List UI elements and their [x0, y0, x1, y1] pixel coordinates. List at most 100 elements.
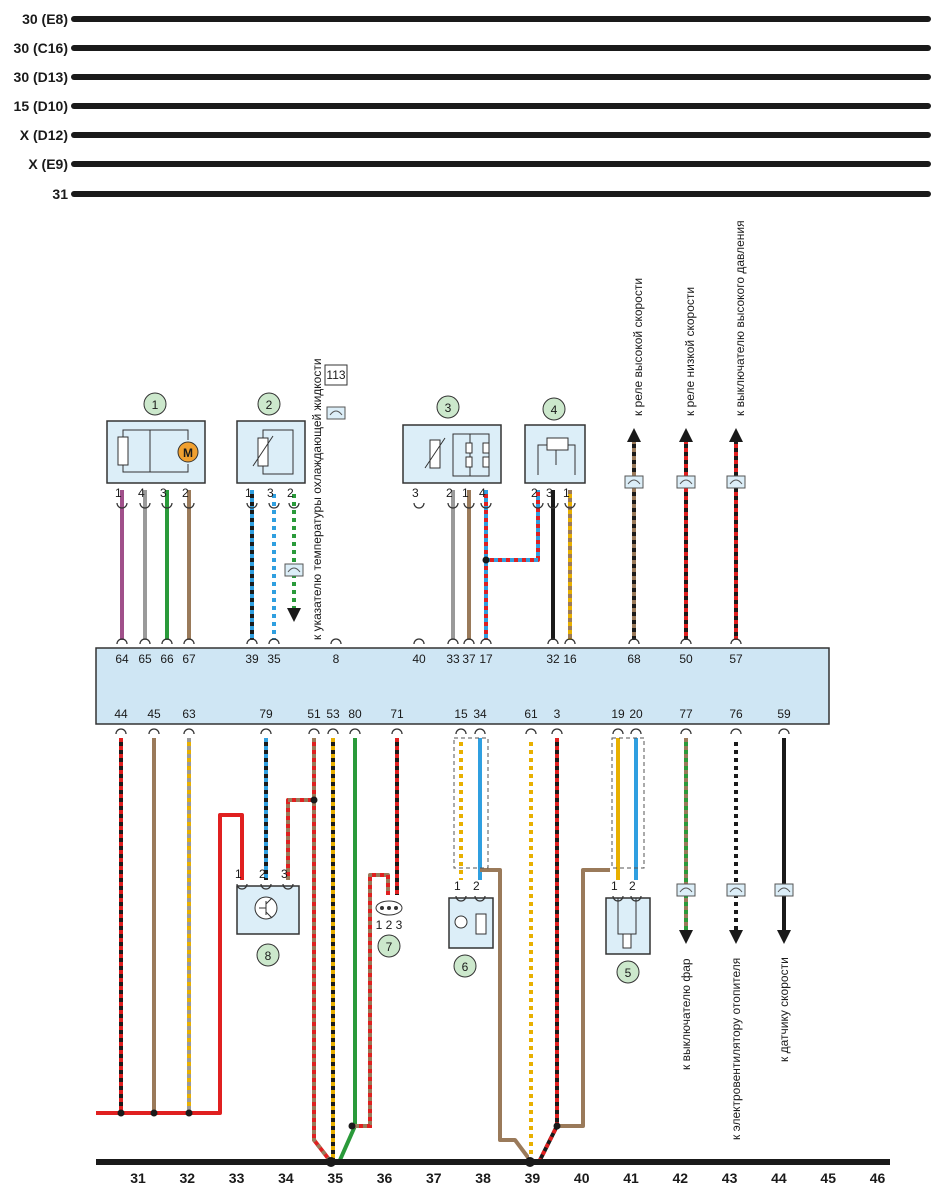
motor-label: M	[183, 446, 193, 460]
component-2-pin-cup	[268, 502, 280, 509]
component-3-wiring	[424, 433, 490, 477]
component-7-pins: 1 2 3	[376, 918, 403, 932]
pin-end	[161, 638, 173, 645]
component-7-dot	[394, 906, 398, 910]
ground-number: 33	[229, 1170, 245, 1186]
arrow-up	[627, 428, 641, 442]
connector-clip	[774, 883, 794, 897]
component-4-pin-cup	[564, 502, 576, 509]
component-4-label-number: 4	[551, 403, 558, 417]
component-5-element	[622, 933, 632, 949]
pin-end	[730, 728, 742, 735]
wire-4-2-stripe	[486, 490, 540, 562]
component-8-pin: 2	[259, 867, 266, 881]
component-3-resistor	[429, 439, 441, 469]
ecu-top-pin: 32	[546, 652, 560, 666]
component-4-label	[542, 397, 566, 421]
connector-clip-arc	[329, 410, 343, 416]
component-3-pin: 3	[412, 486, 419, 500]
motor-icon	[177, 441, 199, 463]
component-5-pin-cup	[630, 895, 642, 902]
box-113-label: 113	[326, 368, 345, 382]
component-3-label	[436, 395, 460, 419]
component-5-label	[616, 960, 640, 984]
component-8-pin-cup	[260, 883, 272, 890]
pin-end	[474, 728, 486, 735]
pin-end	[183, 638, 195, 645]
component-1-pin-cup	[116, 502, 128, 509]
ecu-top-pin: 50	[679, 652, 693, 666]
junction-dot	[553, 1122, 561, 1130]
component-8-pin-cup	[282, 883, 294, 890]
component-7-label	[377, 934, 401, 958]
connector-clip-arc	[679, 479, 693, 485]
component-3-pin-cup	[463, 502, 475, 509]
component-2-label	[257, 392, 281, 416]
ecu-body	[95, 647, 830, 725]
ecu-top-pin: 66	[160, 652, 174, 666]
component-4-body	[524, 424, 586, 484]
ecu-bottom-pin: 15	[454, 707, 468, 721]
bus-label: 15 (D10)	[14, 98, 68, 114]
component-6-sensor	[454, 915, 468, 929]
pin-end	[308, 728, 320, 735]
bus-label: 30 (D13)	[14, 69, 68, 85]
ecu-top-pin: 8	[333, 652, 340, 666]
component-3-pin: 4	[479, 486, 486, 500]
wire-5-ground	[557, 868, 610, 1128]
component-6-label-number: 6	[462, 960, 469, 974]
pin-end	[116, 638, 128, 645]
component-3-pin: 1	[462, 486, 469, 500]
power-bus-lines: 30 (E8)30 (C16)30 (D13)15 (D10)X (D12)X …	[14, 11, 931, 202]
component-8-body	[236, 885, 300, 935]
connector-clip	[624, 475, 644, 489]
ground-number: 43	[722, 1170, 738, 1186]
component-1-pin: 3	[160, 486, 167, 500]
component-4-wiring	[537, 444, 576, 475]
component-2-resistor	[257, 437, 269, 467]
component-7-dot	[387, 906, 391, 910]
connector-clip-arc	[287, 567, 301, 573]
ecu-bottom-pin: 19	[611, 707, 625, 721]
pin-end	[455, 728, 467, 735]
pin-end	[480, 638, 492, 645]
component-2-wiring	[252, 429, 294, 475]
wire-51-stripe	[312, 738, 333, 1164]
component-8-pin-cup	[236, 883, 248, 890]
pin-end	[778, 728, 790, 735]
component-1-pin: 2	[182, 486, 189, 500]
connector-clip	[284, 563, 304, 577]
arrow-up	[729, 428, 743, 442]
component-8-pin: 3	[281, 867, 288, 881]
pin-end	[260, 728, 272, 735]
ecu-bottom-pin: 71	[390, 707, 404, 721]
component-5-pin: 1	[611, 879, 618, 893]
connector-clip	[326, 406, 346, 420]
component-5-pin-cup	[612, 895, 624, 902]
wire-red-8	[96, 813, 244, 1115]
wire-8-3-stripe	[286, 798, 314, 880]
component-3-pin-cup	[447, 502, 459, 509]
ecu-top-pin: 57	[729, 652, 743, 666]
component-1-resistor	[117, 436, 129, 466]
component-3-label-number: 3	[445, 401, 452, 415]
ecu-bottom-pin: 51	[307, 707, 321, 721]
ecu-bottom-pin: 76	[729, 707, 743, 721]
connector-clip	[676, 475, 696, 489]
ecu-bottom-pin: 77	[679, 707, 693, 721]
component-3-pin: 2	[446, 486, 453, 500]
ground-number: 38	[475, 1170, 491, 1186]
box-113	[324, 364, 348, 386]
label-heater-fan: к электровентилятору отопителя	[729, 958, 743, 1140]
ecu-top-pin: 39	[245, 652, 259, 666]
pin-end	[413, 638, 425, 645]
connector-clip-arc	[777, 887, 791, 893]
component-3-fuse	[482, 456, 490, 468]
ecu-top-pin: 67	[182, 652, 196, 666]
wire-8-3	[286, 798, 314, 880]
pin-end	[246, 638, 258, 645]
pin-end	[268, 638, 280, 645]
pin-end	[612, 728, 624, 735]
